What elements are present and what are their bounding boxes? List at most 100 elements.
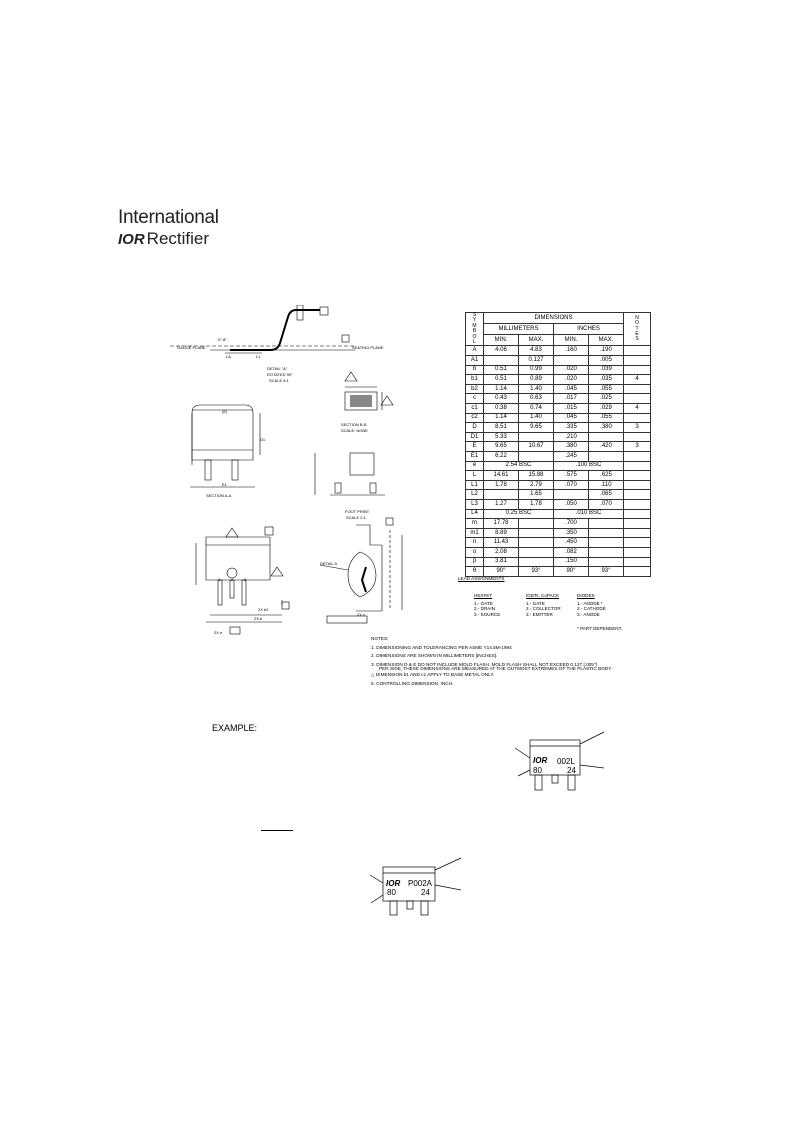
dimension-mm-min: 1.14 (483, 383, 519, 395)
dimension-mm-min: 4.06 (483, 345, 519, 357)
dimension-mm-max: 1.78 (518, 498, 554, 510)
dimension-mm-max (518, 556, 554, 568)
dimension-note (623, 518, 651, 529)
note-2: 2. DIMENSIONS ARE SHOWN IN MILLIMETERS [… (371, 653, 498, 659)
diodes-lead-1: 1.- ANODE * (577, 600, 603, 606)
dimension-mm-max: 0.89 (518, 374, 554, 385)
example2-part-code: P002A (408, 879, 433, 888)
dimension-note (623, 489, 651, 500)
dimension-note (623, 470, 651, 481)
dimension-symbol: b1 (465, 374, 484, 385)
dimension-mm-max: 9.65 (518, 422, 554, 433)
dimension-note (623, 460, 651, 472)
dimension-symbol: E (465, 441, 484, 452)
dimension-in-min: .020 (553, 364, 589, 376)
example-label: EXAMPLE: (212, 723, 258, 733)
dimension-in-max: .065 (588, 489, 624, 500)
example2-date-code: 80 (387, 888, 396, 897)
pin3-number: 3 (244, 577, 247, 582)
dimension-symbol: m (465, 518, 484, 529)
dimension-mm-min (483, 355, 519, 366)
dimension-mm-min: 3.81 (483, 556, 519, 568)
dimension-mm-min: 90° (483, 566, 519, 577)
dimension-note (623, 566, 651, 577)
dimension-symbol: L3 (465, 498, 484, 510)
lead-assignments-title: LEAD ASSIGNMENTS (458, 576, 505, 581)
dimension-in-min: .380 (553, 441, 589, 452)
dimension-symbol: L4 (465, 508, 484, 520)
dimension-mm-max: 0.127 (518, 355, 554, 366)
dimension-note (623, 527, 651, 539)
dimension-note (623, 479, 651, 491)
dimension-symbol: L2 (465, 489, 484, 500)
detail-a-rotation: ROTATED 90° (267, 372, 293, 377)
pin1-number: 1 (218, 577, 221, 582)
example2-lot-code: 24 (421, 888, 430, 897)
igbt-lead-2: 2.- COLLECTOR (526, 606, 561, 611)
dimension-in-min: .050 (553, 498, 589, 510)
dimension-symbol: m1 (465, 527, 484, 539)
igbt-lead-3: 3.- EMITTER (526, 611, 553, 617)
pin2-number: 2 (231, 577, 234, 582)
dimension-mm-max (518, 431, 554, 443)
dimension-symbol: n (465, 537, 484, 548)
dimension-note (623, 450, 651, 462)
dimension-mm-min: 0.51 (483, 374, 519, 385)
dimension-in-max: .055 (588, 383, 624, 395)
dimension-note (623, 508, 651, 520)
dimension-symbol: b2 (465, 383, 484, 395)
millimeters-header: MILLIMETERS (483, 323, 554, 336)
dimension-symbol: θ (465, 566, 484, 577)
dimension-symbol: D1 (465, 431, 484, 443)
note-4: △ DIMENSION b1 AND c1 APPLY TO BASE META… (371, 672, 495, 678)
dimension-mm-min: 0.38 (483, 403, 519, 414)
dimension-mm-min: 6.22 (483, 450, 519, 462)
dimension-symbol: E1 (465, 450, 484, 462)
dimension-mm-max: 1.40 (518, 412, 554, 424)
dimension-in-bsc: .010 BSC (553, 508, 624, 520)
dimension-in-min (553, 355, 589, 366)
dimension-note: 3 (623, 441, 651, 452)
dimension-in-max: .025 (588, 393, 624, 404)
dimension-in-max (588, 518, 624, 529)
dimension-mm-max (518, 537, 554, 548)
marking-example-1-drawing (514, 731, 605, 791)
dimension-in-bsc: .100 BSC (553, 460, 624, 472)
dimension-note (623, 498, 651, 510)
dimension-note (623, 431, 651, 443)
dimension-in-max: 93° (588, 566, 624, 577)
in-min-header: MIN. (553, 334, 589, 347)
dimension-in-min: 90° (553, 566, 589, 577)
dimension-in-min: .017 (553, 393, 589, 404)
part-dependent-footnote: * PART DEPENDENT. (577, 626, 623, 631)
detail-a-callout: DETAIL A (320, 561, 338, 566)
dimension-mm-max (518, 527, 554, 539)
detail-a-scale: SCALE 8:1 (269, 378, 289, 383)
dimension-symbol: c1 (465, 403, 484, 414)
hexfet-lead-3: 3.- SOURCE (474, 611, 501, 617)
dimension-note: 3 (623, 422, 651, 433)
dimension-in-max: .420 (588, 441, 624, 452)
dimension-note (623, 546, 651, 558)
dimension-in-max: .005 (588, 355, 624, 366)
dimension-mm-bsc: 2.54 BSC (483, 460, 554, 472)
dim-e1-label: E1 (222, 482, 227, 487)
dimension-symbol: c2 (465, 412, 484, 424)
dimension-note (623, 537, 651, 548)
dimension-in-max (588, 556, 624, 568)
dimension-in-min: .045 (553, 412, 589, 424)
section-aa-label: SECTION A-A (206, 493, 232, 498)
dimension-symbol: p (465, 556, 484, 568)
section-bb-label: SECTION B-B (341, 422, 367, 427)
dimension-in-min: .450 (553, 537, 589, 548)
